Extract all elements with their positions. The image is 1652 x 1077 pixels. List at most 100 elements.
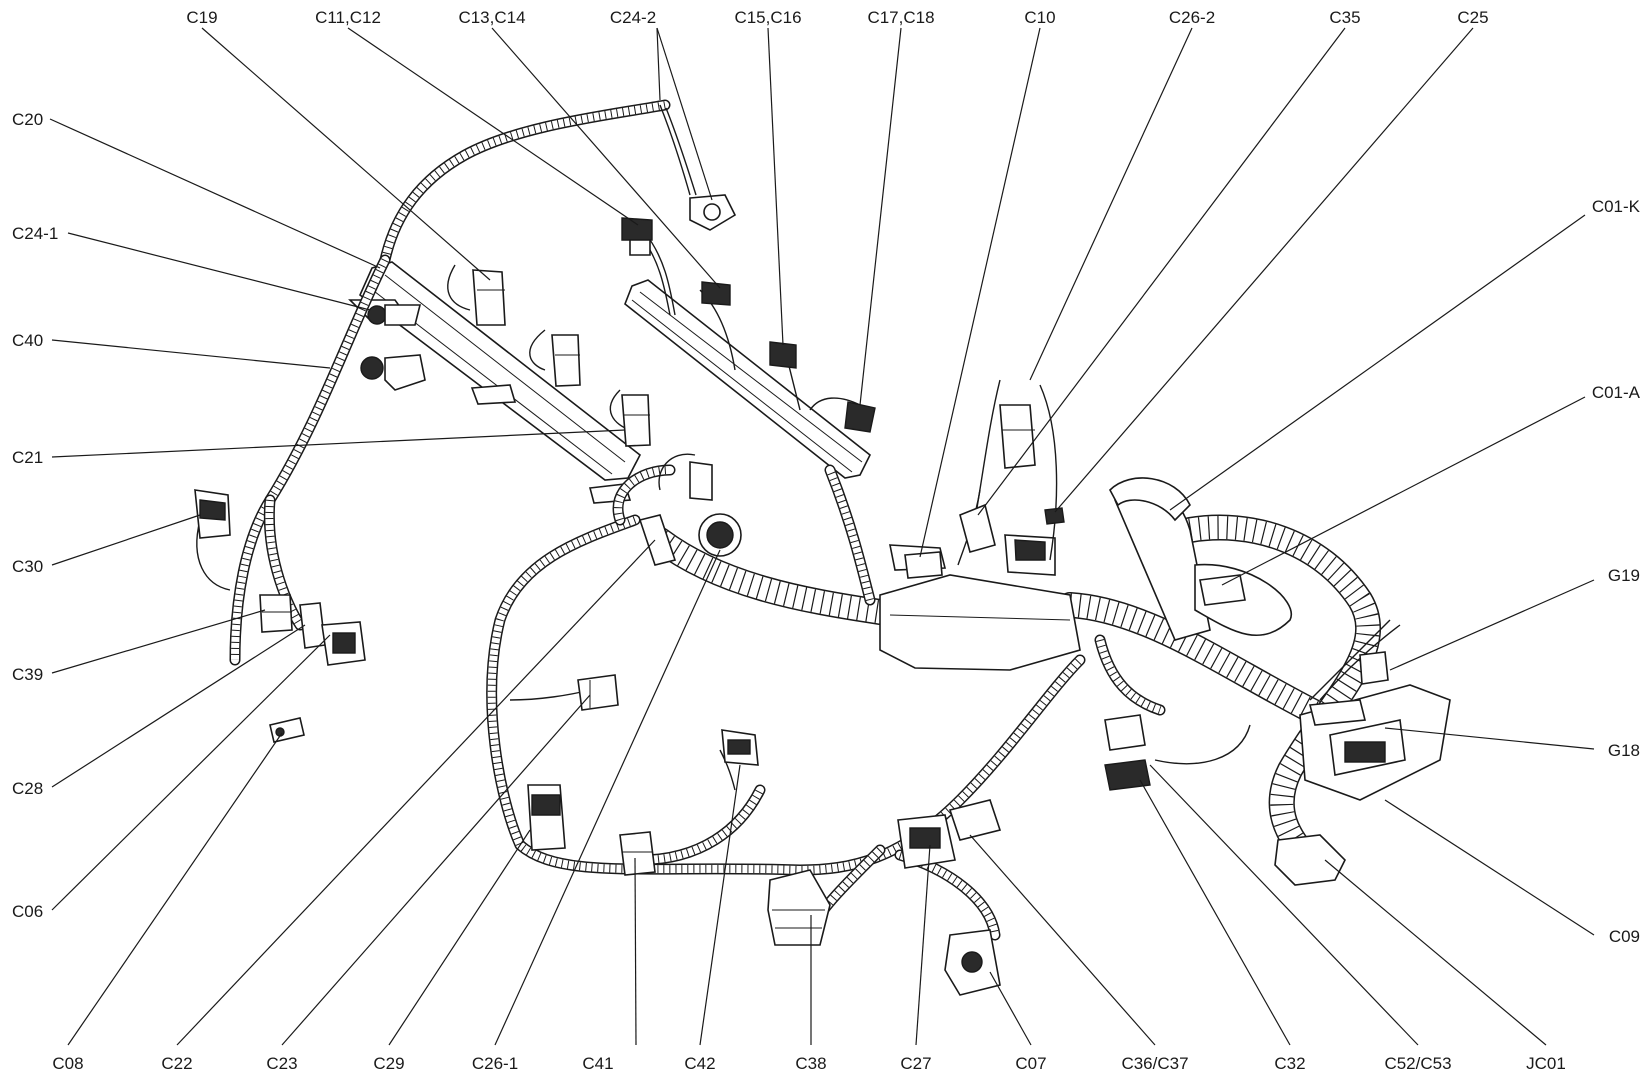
label-c11-c12: C11,C12 bbox=[315, 8, 381, 27]
connector-c35 bbox=[959, 503, 996, 553]
leader-c28 bbox=[51, 624, 306, 788]
connector-c21 bbox=[621, 394, 651, 447]
leader-c09 bbox=[1384, 799, 1595, 936]
label-c20: C20 bbox=[12, 110, 43, 129]
connector-c27 bbox=[897, 814, 956, 869]
connector-c19 bbox=[472, 269, 506, 326]
label-c01-a: C01-A bbox=[1592, 383, 1641, 402]
callout-labels: C19 C11,C12 C13,C14 C24-2 C15,C16 C17,C1… bbox=[12, 8, 1641, 1073]
connector-c52-c53 bbox=[1104, 714, 1146, 751]
thin-wires bbox=[196, 104, 1401, 791]
leader-c15-c16 bbox=[767, 27, 784, 346]
leader-c19 bbox=[201, 27, 491, 281]
ground-g18 bbox=[1308, 699, 1367, 726]
label-c26-1: C26-1 bbox=[472, 1054, 518, 1073]
leader-c36-c37 bbox=[969, 834, 1156, 1046]
label-c28: C28 bbox=[12, 779, 43, 798]
connector-c29 bbox=[527, 784, 566, 851]
leader-c01-a bbox=[1221, 396, 1586, 586]
connector-c38 bbox=[767, 869, 831, 946]
connector-c24-2 bbox=[689, 194, 737, 231]
label-c17-c18: C17,C18 bbox=[867, 8, 934, 27]
leader-c08 bbox=[67, 732, 283, 1046]
label-c36-c37: C36/C37 bbox=[1121, 1054, 1188, 1073]
leader-c52-c53 bbox=[1149, 764, 1419, 1046]
connector-c08 bbox=[269, 717, 305, 743]
leader-c24-2 bbox=[656, 27, 661, 101]
leader-c13-c14 bbox=[491, 27, 721, 289]
connector-c26-1 bbox=[689, 461, 742, 557]
leader-c32 bbox=[1139, 779, 1291, 1046]
leader-jc01 bbox=[1324, 859, 1547, 1046]
leader-c17-c18 bbox=[859, 27, 902, 406]
label-c38: C38 bbox=[795, 1054, 826, 1073]
connector-c20 bbox=[551, 334, 581, 387]
connector-jc01 bbox=[1274, 834, 1346, 886]
label-c22: C22 bbox=[161, 1054, 192, 1073]
label-c29: C29 bbox=[373, 1054, 404, 1073]
leader-g19 bbox=[1389, 579, 1595, 671]
connector-c06 bbox=[321, 621, 366, 666]
leader-c07 bbox=[989, 971, 1032, 1046]
connector-c41 bbox=[619, 831, 656, 876]
label-c24-1: C24-1 bbox=[12, 224, 58, 243]
leader-c29 bbox=[388, 829, 531, 1046]
central-junction-block bbox=[879, 534, 1081, 671]
connector-c01-a bbox=[1199, 574, 1246, 606]
leader-c10 bbox=[919, 27, 1041, 558]
leader-c39 bbox=[51, 609, 266, 674]
label-c26-2: C26-2 bbox=[1169, 8, 1215, 27]
connector-c32 bbox=[1104, 759, 1151, 791]
connector-c36-c37 bbox=[948, 799, 1002, 841]
leader-c11-c12 bbox=[347, 27, 639, 226]
leader-c27 bbox=[915, 844, 931, 1046]
label-c25: C25 bbox=[1457, 8, 1488, 27]
connector-c39 bbox=[259, 594, 293, 633]
leader-c01-k bbox=[1169, 214, 1586, 511]
label-jc01: JC01 bbox=[1526, 1054, 1566, 1073]
leader-c26-2 bbox=[1029, 27, 1193, 381]
connector-c17-c18 bbox=[844, 401, 876, 433]
leader-c24-2b bbox=[656, 27, 713, 201]
label-c42: C42 bbox=[684, 1054, 715, 1073]
leader-c22 bbox=[176, 539, 656, 1046]
leader-g18 bbox=[1384, 727, 1595, 750]
label-c10: C10 bbox=[1024, 8, 1055, 27]
label-c01-k: C01-K bbox=[1592, 197, 1641, 216]
connector-c24-1 bbox=[367, 304, 422, 326]
connector-c42 bbox=[721, 729, 759, 766]
leader-c06 bbox=[51, 634, 331, 911]
leader-c30 bbox=[51, 514, 201, 566]
leader-c41 bbox=[634, 857, 637, 1046]
connector-c10 bbox=[904, 551, 943, 579]
leader-lines bbox=[49, 27, 1595, 1046]
label-c13-c14: C13,C14 bbox=[458, 8, 525, 27]
label-c39: C39 bbox=[12, 665, 43, 684]
label-c41: C41 bbox=[582, 1054, 613, 1073]
label-c21: C21 bbox=[12, 448, 43, 467]
label-c23: C23 bbox=[266, 1054, 297, 1073]
label-c27: C27 bbox=[900, 1054, 931, 1073]
connector-c25 bbox=[1044, 507, 1065, 525]
connector-c13-c14 bbox=[701, 281, 731, 306]
harness-drawing bbox=[194, 99, 1451, 996]
label-c06: C06 bbox=[12, 902, 43, 921]
label-c19: C19 bbox=[186, 8, 217, 27]
connectors bbox=[194, 194, 1451, 996]
label-c35: C35 bbox=[1329, 8, 1360, 27]
connector-c30 bbox=[194, 489, 231, 539]
leader-c26-1 bbox=[494, 549, 721, 1046]
harness-branches bbox=[229, 99, 1166, 941]
label-c24-2: C24-2 bbox=[610, 8, 656, 27]
connector-c15-c16 bbox=[769, 341, 797, 369]
label-c40: C40 bbox=[12, 331, 43, 350]
label-g18: G18 bbox=[1608, 741, 1640, 760]
label-c07: C07 bbox=[1015, 1054, 1046, 1073]
label-c30: C30 bbox=[12, 557, 43, 576]
ground-g19 bbox=[1359, 651, 1389, 685]
connector-c11-c12 bbox=[621, 217, 653, 256]
connector-c07 bbox=[944, 929, 1001, 996]
label-g19: G19 bbox=[1608, 566, 1640, 585]
leader-c42 bbox=[699, 764, 741, 1046]
